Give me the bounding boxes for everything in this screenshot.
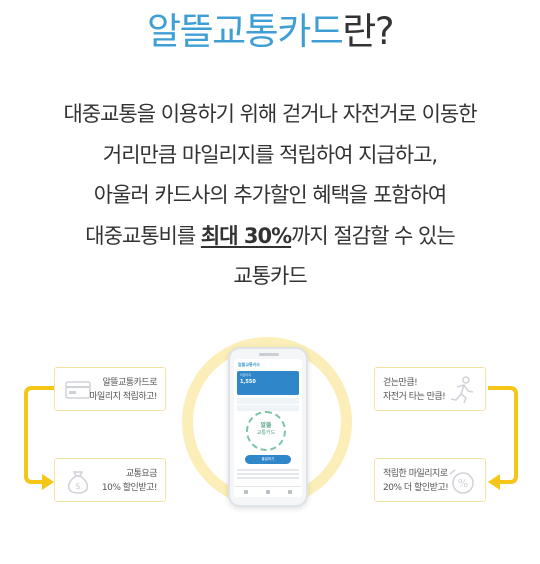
title-accent: 알뜰교통카드 <box>147 10 344 53</box>
tab-home-icon <box>244 490 248 494</box>
description-line-2: 거리만큼 마일리지를 적립하여 지급하고, <box>102 142 438 167</box>
notice-line <box>237 473 299 475</box>
credit-card-icon <box>65 381 91 399</box>
screen-row <box>237 398 299 404</box>
balance-value: 1,550 <box>240 379 256 385</box>
info-box-fare-line-1: 교통요금 <box>125 469 158 479</box>
info-box-walk-bike: 걷는만큼! 자전거 타는 만큼! <box>374 367 486 411</box>
stamp-line-2: 교통카드 <box>256 430 276 436</box>
info-box-walk-line-2: 자전거 타는 만큼! <box>383 392 446 402</box>
tab-bar <box>234 486 302 497</box>
page-title: 알뜰교통카드란? <box>0 6 540 58</box>
svg-text:%: % <box>458 477 468 490</box>
runner-icon <box>450 376 474 404</box>
phone-notch <box>259 353 279 356</box>
card-stamp: 알뜰 교통카드 <box>246 411 286 451</box>
info-box-mileage-line-1: 알뜰교통카드로 <box>102 378 158 388</box>
left-flow-arrow <box>24 386 54 490</box>
description: 대중교통을 이용하기 위해 걷거나 자전거로 이동한 거리만큼 마일리지를 적립… <box>20 94 520 297</box>
phone-screen: 알뜰교통카드 마일리지 1,550 알뜰 교통카드 출발하기 <box>234 359 302 497</box>
description-line-4-post: 까지 절감할 수 있는 <box>291 223 456 248</box>
info-box-walk-line-1: 걷는만큼! <box>383 378 418 388</box>
phone-illustration: 알뜰교통카드 마일리지 1,550 알뜰 교통카드 출발하기 <box>228 347 308 507</box>
right-flow-arrow <box>488 386 518 490</box>
discount-highlight: 최대 30% <box>200 223 292 248</box>
start-button: 출발하기 <box>245 455 291 464</box>
info-box-extra-line-1: 적립한 마일리지로 <box>383 469 448 479</box>
percent-coin-icon: % <box>449 469 474 494</box>
balance-label: 마일리지 <box>240 373 252 377</box>
description-line-5: 교통카드 <box>233 264 307 288</box>
svg-text:$: $ <box>75 482 81 492</box>
info-box-fare-discount: $ 교통요금 10% 할인받고! <box>54 458 166 502</box>
description-line-3: 아울러 카드사의 추가할인 혜택을 포함하여 <box>93 183 447 207</box>
stamp-line-1: 알뜰 <box>260 422 272 429</box>
info-box-fare-line-2: 10% 할인받고! <box>101 483 158 493</box>
info-box-extra-discount: % 적립한 마일리지로 20% 더 할인받고! <box>374 458 486 502</box>
tab-profile-icon <box>288 490 292 494</box>
screen-row <box>237 405 299 411</box>
money-bag-icon: $ <box>67 471 89 494</box>
notice-line <box>237 469 299 471</box>
info-box-extra-line-2: 20% 더 할인받고! <box>383 483 449 493</box>
description-line-1: 대중교통을 이용하기 위해 걷거나 자전거로 이동한 <box>63 102 477 126</box>
balance-card: 마일리지 1,550 <box>237 371 299 395</box>
app-name: 알뜰교통카드 <box>238 362 261 367</box>
title-rest: 란? <box>342 10 394 53</box>
description-line-4-pre: 대중교통비를 <box>85 223 201 248</box>
notice-line <box>237 477 299 479</box>
tab-record-icon <box>266 490 270 494</box>
info-box-mileage-line-2: 마일리지 적립하고! <box>89 392 157 402</box>
